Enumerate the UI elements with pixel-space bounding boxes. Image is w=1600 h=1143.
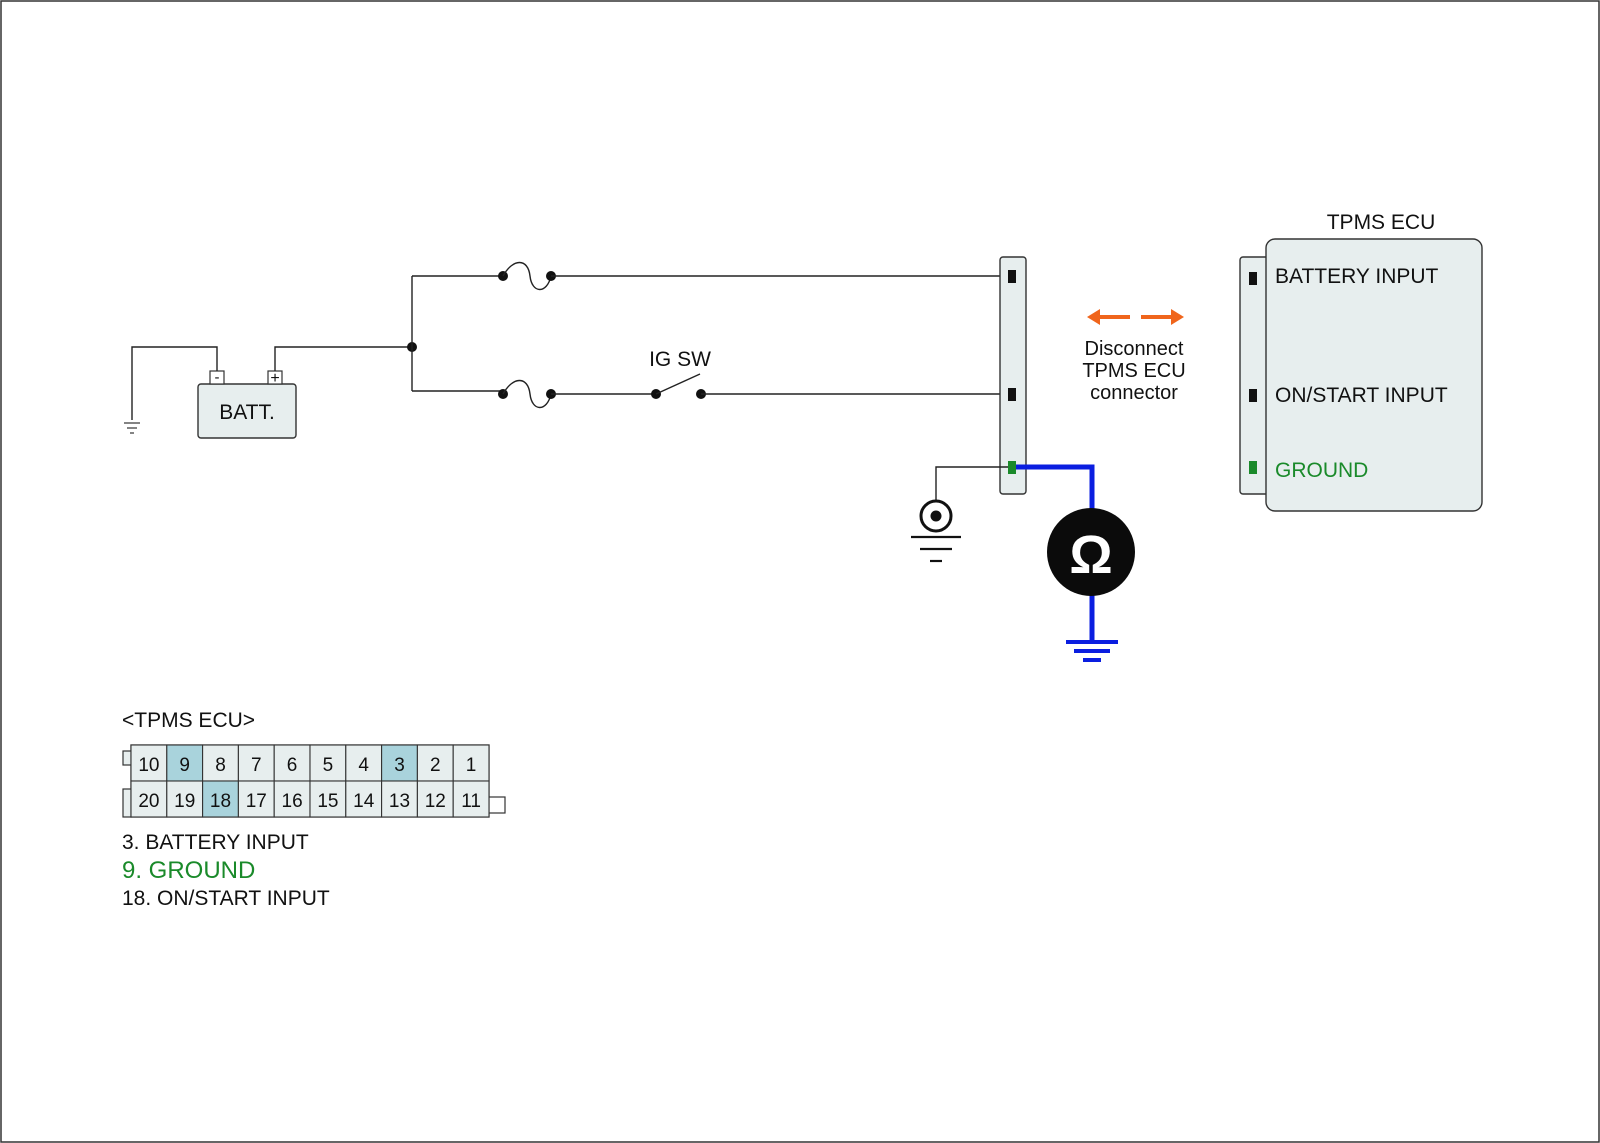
connector-pin-cell — [166, 780, 204, 818]
disconnect-arrows-icon — [1087, 309, 1184, 325]
chassis-ground-icon — [124, 422, 140, 434]
connector-pin-cell — [381, 780, 418, 818]
ecu-pin-label-on-start: ON/START INPUT — [1275, 384, 1448, 407]
connector-latch-bottom — [122, 788, 132, 818]
meter-lead-wire — [1016, 464, 1095, 520]
battery: - + BATT. — [197, 369, 297, 439]
connector-legend-1: 3. BATTERY INPUT — [122, 831, 309, 854]
ecu-pin-label-ground: GROUND — [1275, 459, 1368, 482]
ecu-module — [1265, 238, 1483, 512]
connector-pin-number: 10 — [138, 755, 159, 776]
battery-pos-sign: + — [270, 370, 279, 387]
connector-pin-cell — [452, 744, 490, 782]
connector-pin-number: 15 — [317, 791, 338, 812]
disconnect-note-line-1: Disconnect — [1085, 338, 1184, 360]
connector-pin-number: 9 — [179, 755, 190, 776]
ecu-pin-battery — [1249, 272, 1257, 285]
connector-pin-number: 1 — [466, 755, 477, 776]
connector-pin-cell — [237, 744, 275, 782]
harness-connector — [999, 256, 1027, 495]
connector-pin-cell — [309, 780, 347, 818]
fuse-1-icon — [502, 261, 552, 291]
connector-pin-number: 11 — [461, 791, 481, 812]
connector-pin-number: 12 — [425, 791, 446, 812]
connector-pin-number: 6 — [287, 755, 298, 776]
connector-pin-number: 5 — [323, 755, 334, 776]
body-ground-icon — [911, 499, 961, 563]
connector-pin-cell — [202, 744, 239, 782]
battery-ground-wire — [131, 346, 218, 420]
connector-pin-number: 19 — [174, 791, 195, 812]
connector-pin-cell — [237, 780, 275, 818]
connector-legend-3: 18. ON/START INPUT — [122, 887, 330, 910]
disconnect-note-line-2: TPMS ECU — [1082, 360, 1185, 382]
ground-wire — [935, 466, 1008, 502]
ig-switch-icon — [655, 373, 701, 395]
connector-pin-number: 16 — [282, 791, 303, 812]
ecu-pin-ground — [1249, 461, 1257, 474]
ohmmeter-symbol: Ω — [1069, 525, 1112, 585]
connector-pin-number: 14 — [353, 791, 375, 812]
fuse-2-icon — [502, 379, 552, 409]
connector-pin-number: 20 — [138, 791, 159, 812]
connector-pin-cell — [202, 780, 239, 818]
connector-latch-top — [122, 750, 132, 766]
connector-key — [488, 796, 506, 814]
connector-pin-cell — [452, 780, 490, 818]
ecu-pin-label-battery: BATTERY INPUT — [1275, 265, 1439, 288]
harness-pin-ground — [1008, 461, 1016, 474]
harness-pin-on-start — [1008, 388, 1016, 401]
connector-pin-cell — [416, 744, 454, 782]
disconnect-note-line-3: connector — [1090, 382, 1178, 404]
connector-pin-cell — [273, 780, 311, 818]
connector-pin-number: 13 — [389, 791, 410, 812]
meter-ground-icon — [1066, 640, 1118, 662]
ig-switch-label: IG SW — [649, 348, 711, 371]
connector-pin-cell — [416, 780, 454, 818]
ecu-pin-on-start — [1249, 389, 1257, 402]
connector-pin-number: 18 — [210, 791, 231, 812]
harness-pin-battery — [1008, 270, 1016, 283]
connector-pin-number: 17 — [246, 791, 267, 812]
battery-neg-sign: - — [215, 369, 220, 386]
battery-feed-wire — [274, 346, 412, 371]
connector-legend-2: 9. GROUND — [122, 857, 255, 884]
connector-pin-number: 8 — [215, 755, 226, 776]
connector-pin-number: 2 — [430, 755, 441, 776]
connector-title: <TPMS ECU> — [122, 709, 255, 732]
connector-pin-number: 3 — [394, 755, 405, 776]
ecu-title: TPMS ECU — [1327, 211, 1436, 234]
connector-pin-cell — [345, 780, 383, 818]
ohmmeter-icon: Ω — [1047, 508, 1135, 596]
connector-pin-number: 4 — [358, 755, 369, 776]
battery-label: BATT. — [219, 401, 275, 424]
connector-pin-number: 7 — [251, 755, 262, 776]
